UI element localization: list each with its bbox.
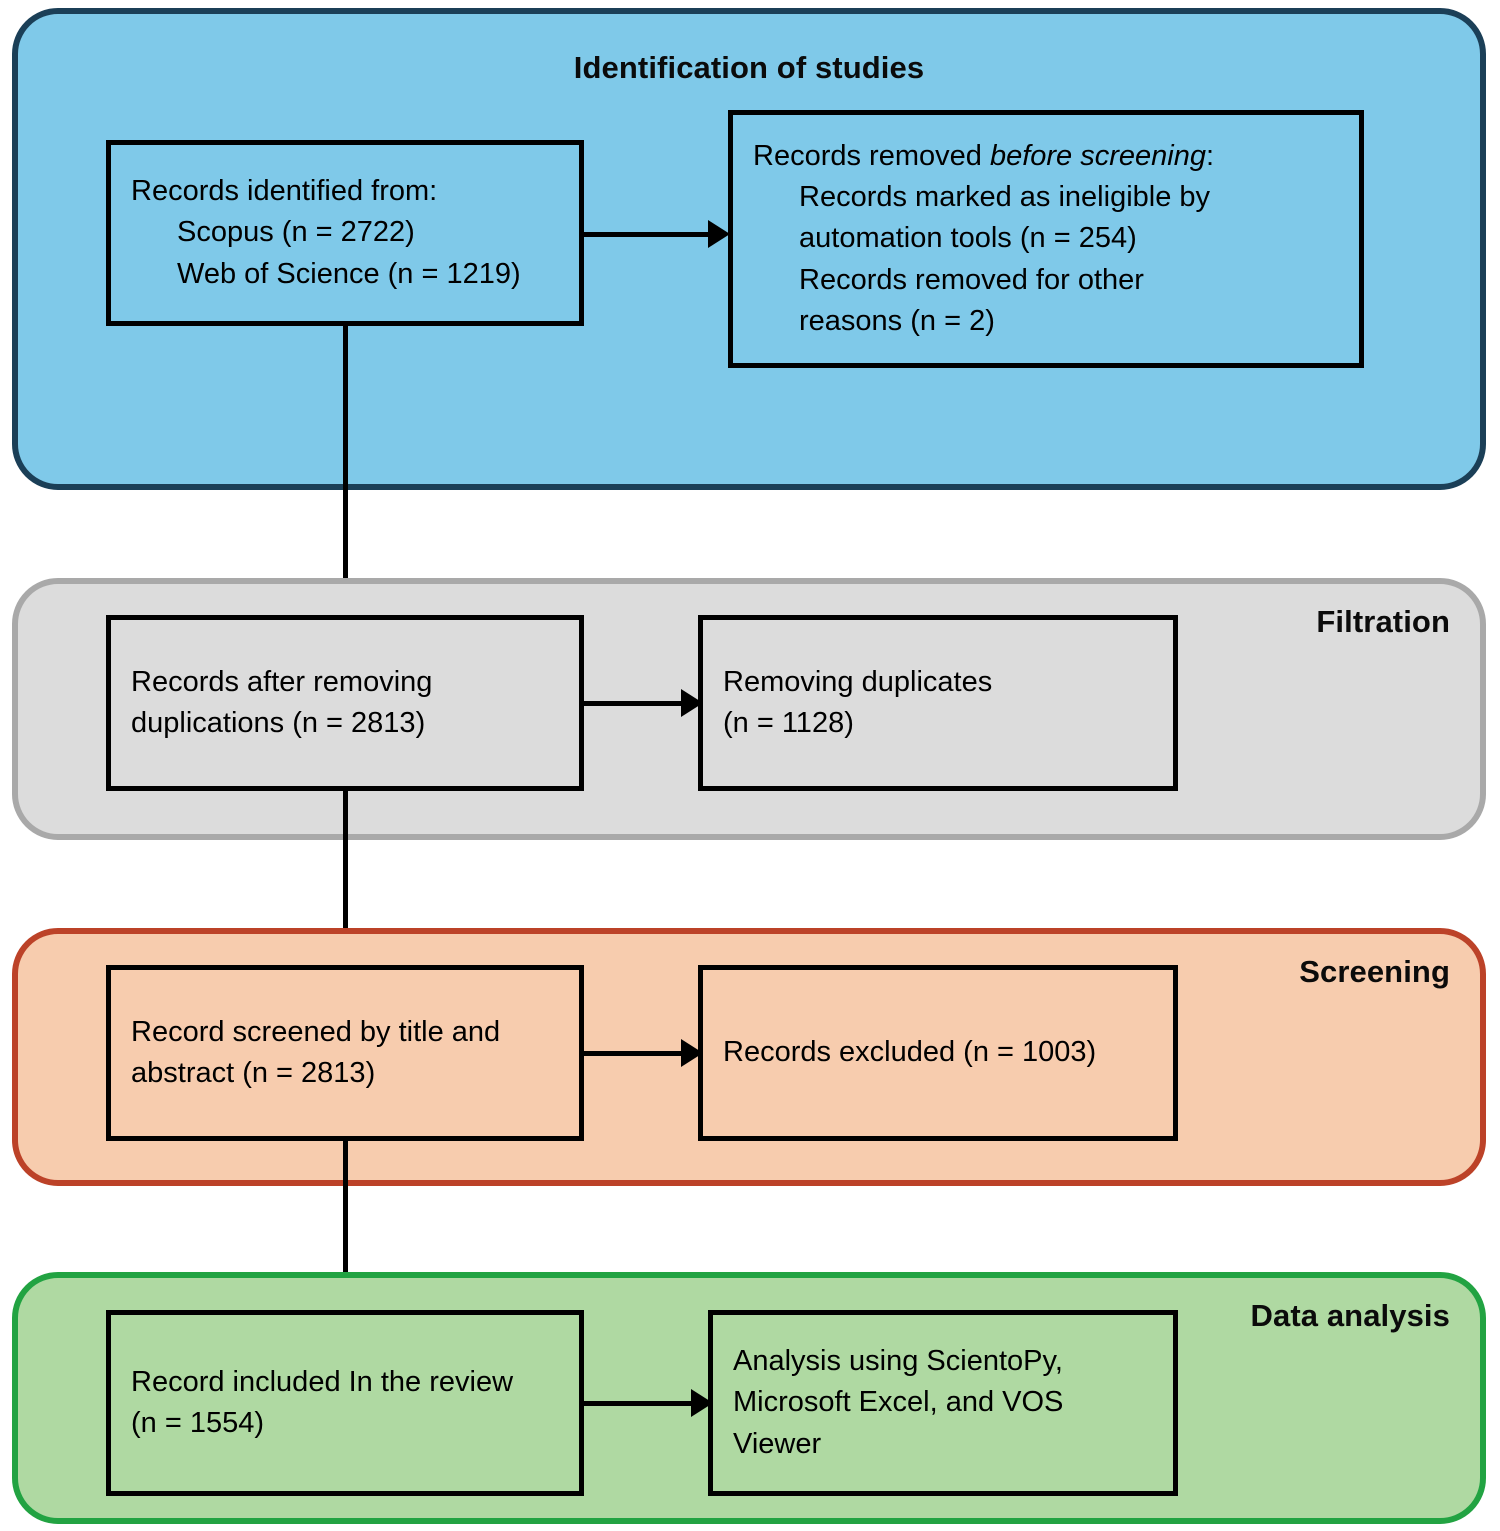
node-records-after-removing-duplications: Records after removing duplications (n =… (106, 615, 584, 791)
removed-lead-line: Records removed before screening: (753, 136, 1339, 177)
removed-line-1: Records marked as ineligible by (799, 181, 1211, 214)
removed-line-3: Records removed for other (799, 263, 1144, 296)
node-records-removed-before-screening: Records removed before screening: Record… (728, 110, 1364, 368)
connector-screening-to-analysis-line (343, 1141, 348, 1297)
stage-filtration: Filtration (12, 578, 1486, 840)
included-line-2: (n = 1554) (131, 1407, 265, 1439)
node-removing-duplicates: Removing duplicates (n = 1128) (698, 615, 1178, 791)
screened-line-2: abstract (n = 2813) (131, 1057, 376, 1089)
stage-identification: Identification of studies (12, 8, 1486, 490)
stage-title-data-analysis: Data analysis (1250, 1298, 1450, 1333)
sources-line-wos: Web of Science (n = 1219) (177, 257, 521, 290)
removed-lead-italic: before screening (989, 140, 1206, 173)
stage-screening: Screening (12, 928, 1486, 1186)
tools-line-2: Microsoft Excel, and VOS (733, 1386, 1064, 1419)
connector-filtration-to-screening-line (343, 791, 348, 953)
sources-line-1: Records identified from: (131, 175, 438, 208)
connector-included-to-tools-line (584, 1401, 698, 1406)
removed-lead-prefix: Records removed (753, 140, 990, 173)
removed-line-2: automation tools (n = 254) (799, 222, 1137, 255)
connector-afterdup-to-removingdup-arrowhead (681, 689, 703, 717)
node-analysis-tools: Analysis using ScientoPy, Microsoft Exce… (708, 1310, 1178, 1496)
stage-title-screening: Screening (1299, 954, 1450, 989)
stage-title-identification: Identification of studies (573, 50, 925, 85)
sources-line-scopus: Scopus (n = 2722) (177, 216, 415, 249)
after-dup-line-2: duplications (n = 2813) (131, 707, 426, 739)
tools-line-1: Analysis using ScientoPy, (733, 1345, 1063, 1378)
removed-line-4: reasons (n = 2) (799, 304, 995, 337)
connector-included-to-tools-arrowhead (691, 1389, 713, 1417)
after-dup-line-1: Records after removing (131, 665, 433, 698)
connector-identification-to-filtration-line (343, 326, 348, 602)
connector-afterdup-to-removingdup-line (584, 701, 688, 706)
removing-dup-line-2: (n = 1128) (723, 707, 854, 739)
connector-sources-to-removed-line (584, 232, 712, 237)
node-record-included-in-review: Record included In the review (n = 1554) (106, 1310, 584, 1496)
connector-screened-to-excluded-line (584, 1051, 688, 1056)
excluded-line-1: Records excluded (n = 1003) (723, 1036, 1097, 1069)
included-line-1: Record included In the review (131, 1365, 514, 1398)
node-records-excluded: Records excluded (n = 1003) (698, 965, 1178, 1141)
node-record-screened-by-title-abstract: Record screened by title and abstract (n… (106, 965, 584, 1141)
removed-lead-suffix: : (1205, 140, 1215, 173)
connector-screened-to-excluded-arrowhead (681, 1039, 703, 1067)
connector-sources-to-removed-arrowhead (708, 220, 730, 248)
stage-title-filtration: Filtration (1316, 604, 1450, 639)
screened-line-1: Record screened by title and (131, 1015, 501, 1048)
tools-line-3: Viewer (733, 1427, 822, 1460)
removing-dup-line-1: Removing duplicates (723, 665, 993, 698)
node-records-identified-from: Records identified from: Scopus (n = 272… (106, 140, 584, 326)
